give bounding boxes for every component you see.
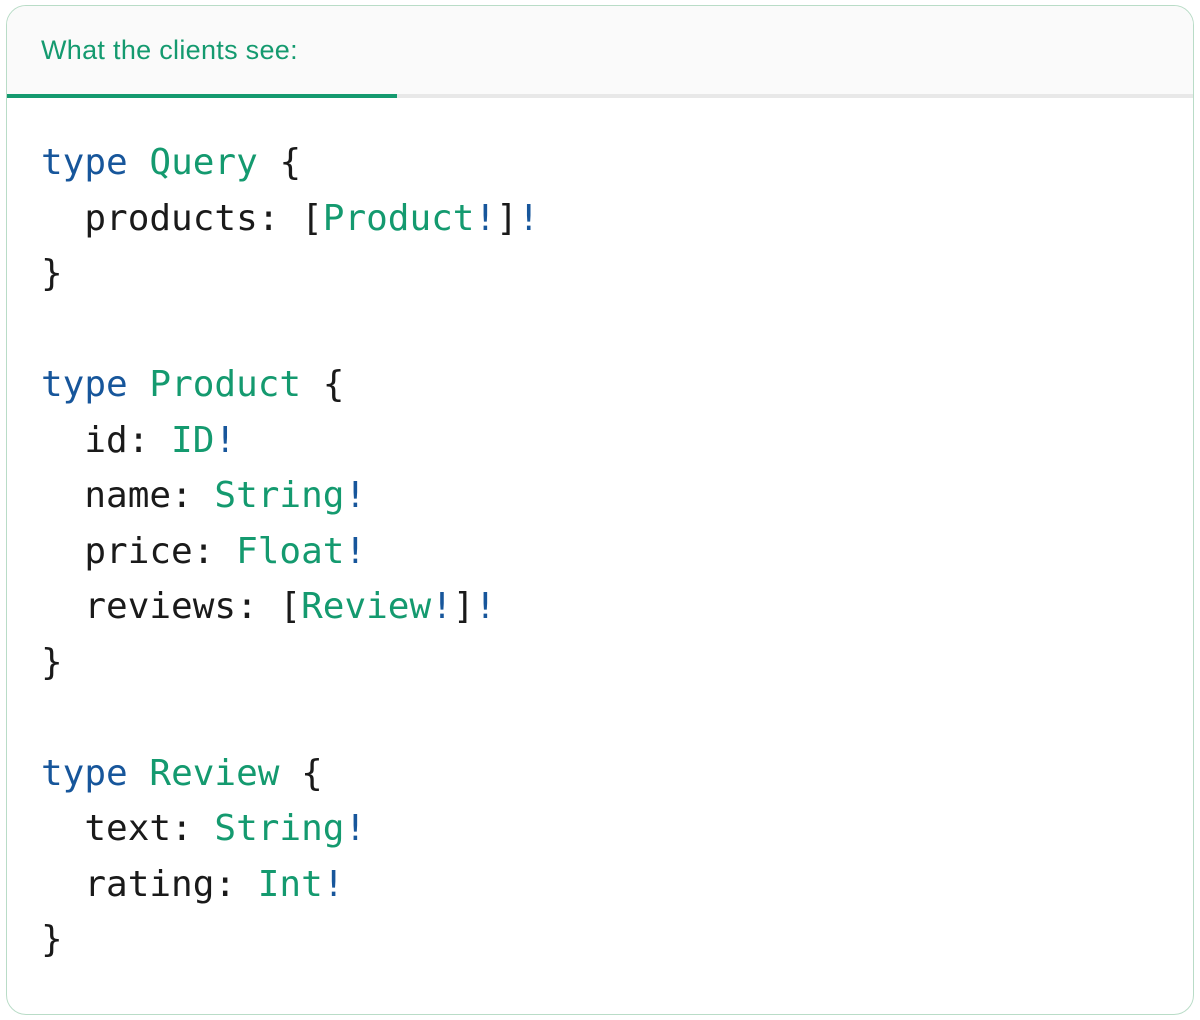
code-token: price: [41,530,237,572]
code-token: Int [257,863,323,905]
code-token: } [41,919,63,960]
code-token: id: [41,419,172,461]
code-token: type [41,142,128,183]
active-tab-underline [7,94,397,98]
code-token: Float [236,530,345,572]
code-token: ! [214,419,237,461]
code-line: reviews: [Review!]! [41,579,1163,635]
code-token: ] [496,197,518,239]
code-line: type Product { [41,357,1163,413]
code-token: rating: [41,863,258,905]
code-token: ! [344,808,367,849]
code-token: { [279,752,323,794]
schema-card: What the clients see: type Query { produ… [6,5,1194,1015]
code-token: name: [41,475,215,516]
code-token [128,753,150,794]
code-token: Query [149,142,258,183]
code-line: id: ID! [41,413,1163,469]
code-token: ! [517,197,540,239]
code-token: type [41,364,128,405]
code-token: type [41,752,128,794]
code-token: Product [322,197,475,239]
code-token: ! [344,530,367,572]
code-line: } [41,635,1163,691]
code-line: text: String! [41,801,1163,857]
code-line [41,302,1163,358]
code-token: Review [301,586,432,627]
code-token: { [301,364,345,405]
code-token: ! [431,586,453,627]
tab-what-clients-see[interactable]: What the clients see: [41,34,298,65]
code-token: ] [452,586,475,627]
code-token: String [214,808,345,849]
code-token [128,364,150,405]
code-token: ID [171,419,215,461]
code-line: name: String! [41,468,1163,524]
code-token: { [257,142,302,183]
code-line: price: Float! [41,524,1163,580]
code-token: } [41,641,63,683]
code-token: ! [474,197,497,239]
code-line: rating: Int! [41,857,1163,913]
code-token: Product [149,364,302,405]
code-line [41,690,1163,746]
code-token: ! [344,475,367,516]
code-token: reviews: [ [41,586,302,627]
graphql-schema-code: type Query { products: [Product!]!}type … [7,98,1193,968]
code-token: products: [ [41,197,323,239]
code-line: type Review { [41,746,1163,802]
code-token: } [41,253,63,294]
code-token: text: [41,808,215,849]
code-line: } [41,246,1163,302]
card-header: What the clients see: [7,6,1193,98]
code-line: products: [Product!]! [41,191,1163,247]
code-line: } [41,912,1163,968]
code-token [128,142,150,183]
code-line: type Query { [41,135,1163,191]
code-token: String [214,475,345,516]
code-token: ! [474,586,497,627]
code-token: Review [149,752,280,794]
code-token: ! [322,863,345,905]
